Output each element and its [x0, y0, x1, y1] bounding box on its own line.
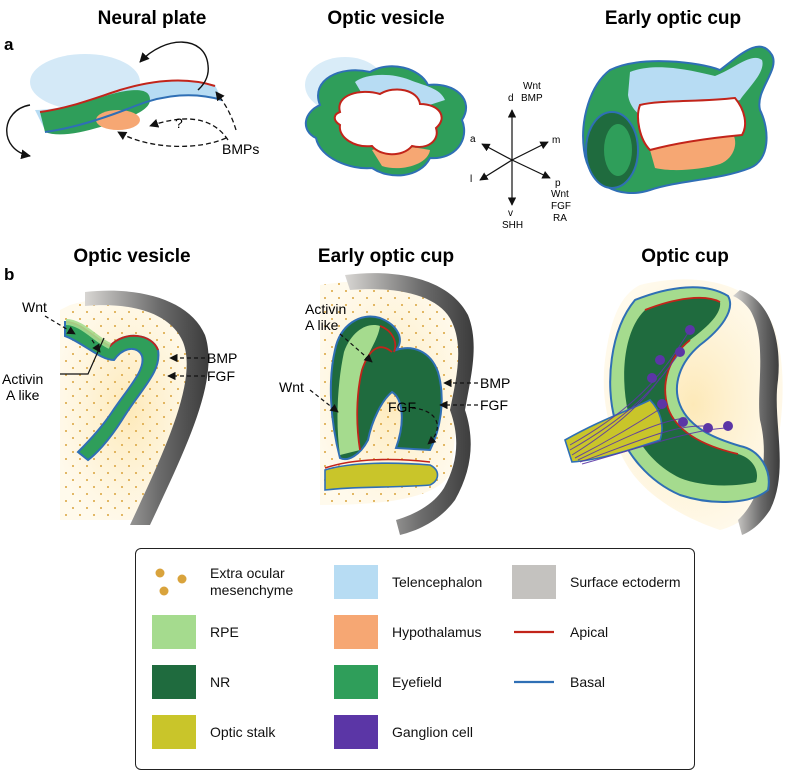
legend-label-optic-stalk: Optic stalk — [210, 723, 276, 740]
axis-m: m — [552, 135, 560, 146]
legend-label-rpe: RPE — [210, 623, 239, 640]
optic-cup-b-diagram — [564, 279, 783, 535]
early-cup-activin-label: Activin — [305, 301, 346, 317]
axes-compass — [479, 109, 551, 206]
legend-label-telencephalon: Telencephalon — [392, 573, 483, 590]
axis-l: l — [470, 174, 472, 185]
legend-item-apical: Apical — [512, 615, 608, 649]
title-early-optic-cup-a: Early optic cup — [605, 8, 741, 29]
panel-label-a: a — [4, 35, 14, 54]
axis-p-fgf: FGF — [551, 201, 571, 212]
axis-p-ra: RA — [553, 213, 567, 224]
title-neural-plate: Neural plate — [98, 8, 207, 29]
vesicle-activin-label: Activin — [2, 371, 43, 387]
neural-plate-diagram — [6, 41, 237, 160]
legend-swatch-eyefield — [334, 665, 378, 699]
legend-item-nr: NR — [152, 665, 230, 699]
early-cup-bmp-label: BMP — [480, 375, 510, 391]
legend-label-hypothalamus: Hypothalamus — [392, 623, 482, 640]
legend-item-surface-ectoderm: Surface ectoderm — [512, 565, 681, 599]
title-optic-vesicle-b: Optic vesicle — [73, 246, 190, 267]
title-optic-vesicle-a: Optic vesicle — [327, 8, 444, 29]
legend-label-basal: Basal — [570, 673, 606, 690]
early-cup-alike-label: A like — [305, 317, 339, 333]
early-cup-fgf-inner-label: FGF — [388, 399, 416, 415]
axis-a: a — [470, 134, 476, 145]
legend-item-basal: Basal — [512, 665, 605, 699]
axis-v: v — [508, 208, 513, 219]
legend-item-eyefield: Eyefield — [334, 665, 442, 699]
early-cup-wnt-label: Wnt — [279, 379, 304, 395]
legend-label-surface-ectoderm: Surface ectoderm — [570, 573, 681, 590]
legend-swatch-surface-ectoderm — [512, 565, 556, 599]
early-cup-fgf-right-label: FGF — [480, 397, 508, 413]
legend-swatch-basal-line — [514, 680, 554, 684]
axis-v-shh: SHH — [502, 220, 523, 231]
legend-swatch-optic-stalk — [152, 715, 196, 749]
axis-d: d — [508, 93, 514, 104]
axis-p: p — [555, 178, 561, 189]
axis-p-wnt: Wnt — [551, 189, 569, 200]
optic-vesicle-b-diagram — [44, 290, 209, 525]
optic-vesicle-a-diagram — [305, 57, 468, 177]
legend-label-ganglion-cell: Ganglion cell — [392, 723, 473, 740]
vesicle-wnt-label: Wnt — [22, 299, 47, 315]
vesicle-alike-label: A like — [6, 387, 40, 403]
early-optic-cup-b-diagram — [309, 273, 478, 535]
panel-label-b: b — [4, 265, 14, 284]
legend-item-hypothalamus: Hypothalamus — [334, 615, 482, 649]
legend-swatch-apical-line — [514, 630, 554, 634]
bmps-label: BMPs — [222, 141, 259, 157]
title-early-optic-cup-b: Early optic cup — [318, 246, 454, 267]
early-optic-cup-a-diagram — [582, 45, 775, 195]
legend-swatch-hypothalamus — [334, 615, 378, 649]
question-label: ? — [175, 115, 183, 131]
legend-item-ganglion-cell: Ganglion cell — [334, 715, 473, 749]
legend-item-telencephalon: Telencephalon — [334, 565, 482, 599]
legend-label-extra-ocular: Extra ocular — [210, 565, 285, 581]
legend-item-rpe: RPE — [152, 615, 239, 649]
axis-d-wnt: Wnt — [523, 81, 541, 92]
legend-swatch-telencephalon — [334, 565, 378, 599]
legend-swatch-dots — [155, 568, 187, 596]
legend-box: Extra ocular mesenchyme Telencephalon Su… — [135, 548, 695, 770]
legend-swatch-ganglion-cell — [334, 715, 378, 749]
legend-item-extra-ocular-mesenchyme: Extra ocular mesenchyme — [152, 565, 293, 599]
title-optic-cup-b: Optic cup — [641, 246, 729, 267]
legend-item-optic-stalk: Optic stalk — [152, 715, 275, 749]
legend-label-nr: NR — [210, 673, 231, 690]
axis-d-bmp: BMP — [521, 93, 543, 104]
legend-swatch-nr — [152, 665, 196, 699]
legend-label-apical: Apical — [570, 623, 609, 640]
vesicle-fgf-label: FGF — [207, 368, 235, 384]
legend-swatch-rpe — [152, 615, 196, 649]
vesicle-bmp-label: BMP — [207, 350, 237, 366]
legend-label-mesenchyme: mesenchyme — [210, 582, 294, 598]
legend-label-eyefield: Eyefield — [392, 673, 442, 690]
